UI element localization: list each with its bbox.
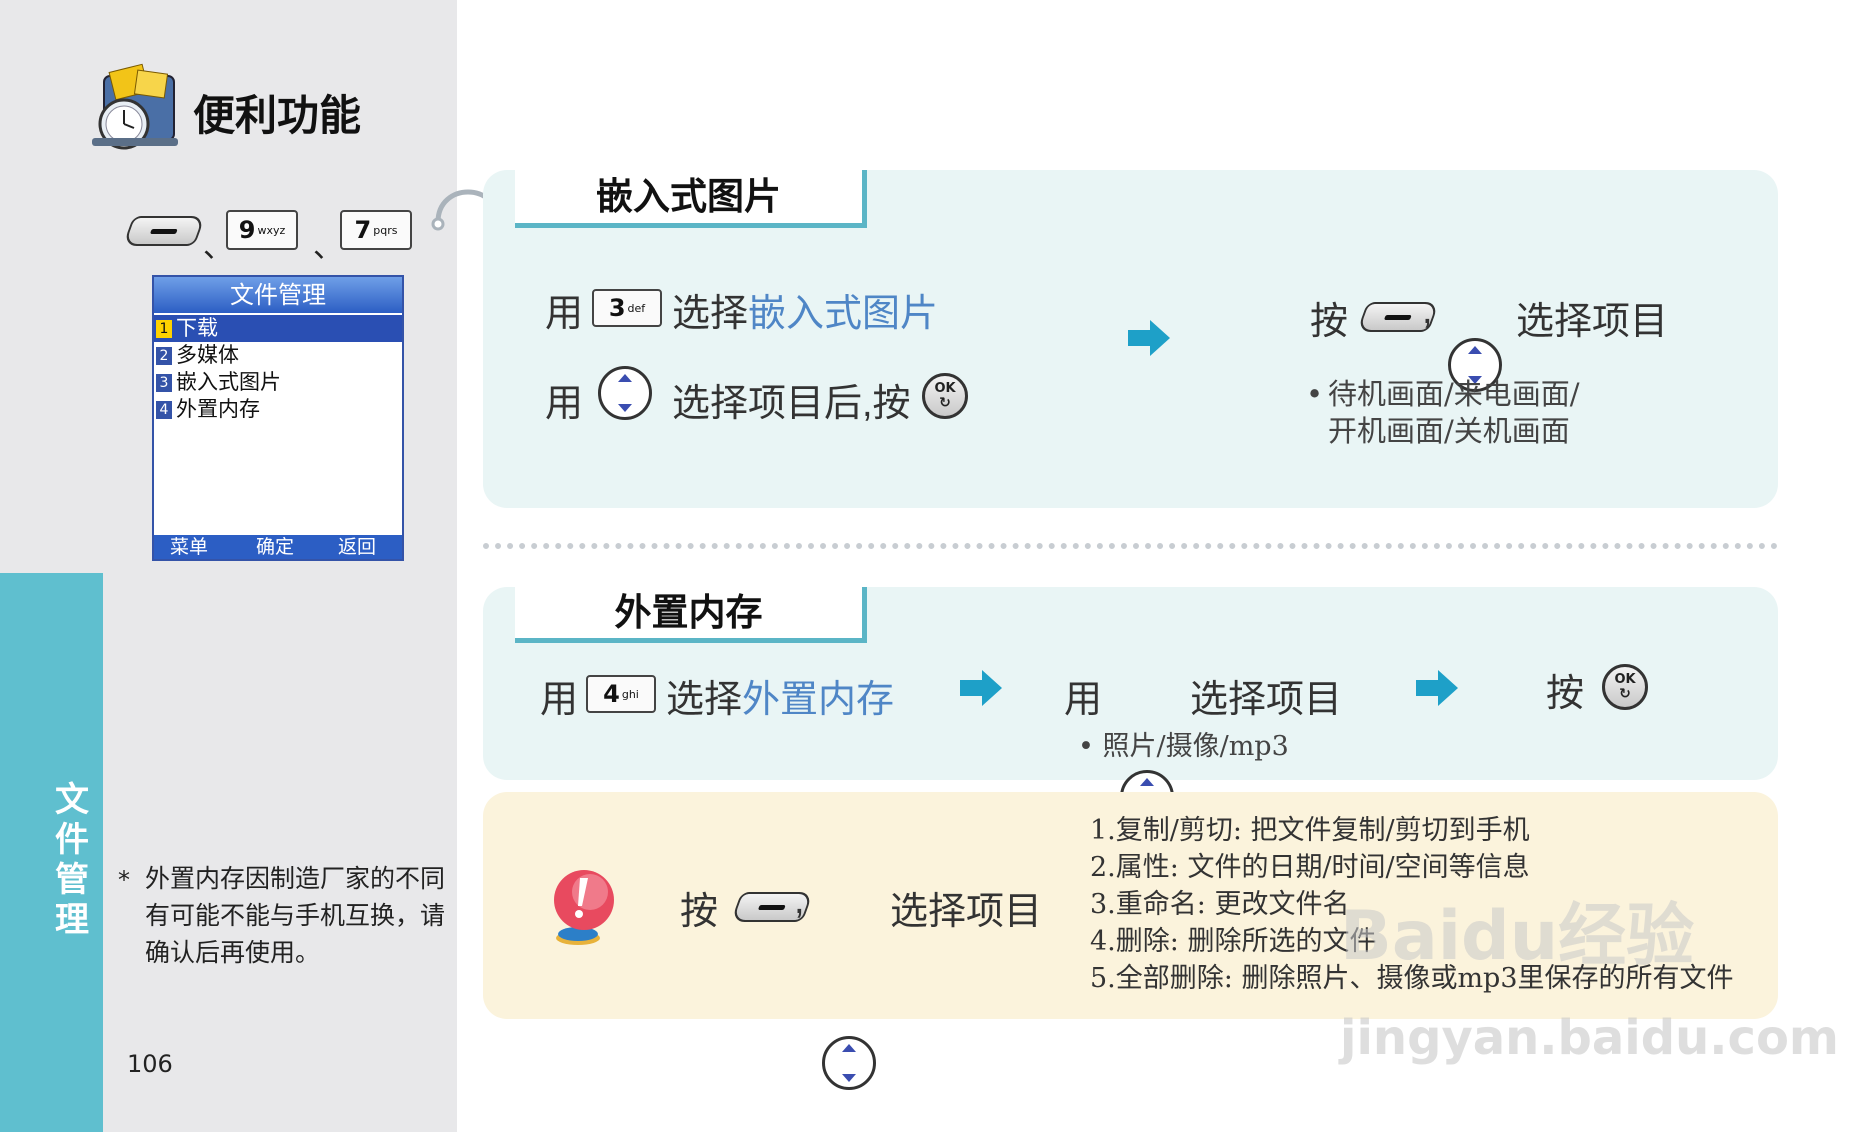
nav-key-icon <box>1448 338 1502 392</box>
footnote-line: 有可能不能与手机互换，请 <box>145 901 446 930</box>
section-tab-background <box>0 573 103 1132</box>
phone-screen-title: 文件管理 <box>154 277 402 313</box>
arrow-right-icon <box>1128 318 1172 362</box>
menu-options-list: 1.复制/剪切: 把文件复制/剪切到手机 2.属性: 文件的日期/时间/空间等信… <box>1090 812 1734 997</box>
nav-key-icon <box>822 1036 876 1090</box>
dotted-divider <box>483 543 1778 549</box>
page-number: 106 <box>127 1050 173 1078</box>
option-line: 照片/摄像/mp3 <box>1102 731 1289 762</box>
section-label: 文 件 管 理 <box>50 780 94 940</box>
section-tab-embedded-picture: 嵌入式图片 <box>515 170 867 228</box>
option-line: 待机画面/来电画面/ <box>1328 377 1580 411</box>
instruction-prefix: 按 <box>680 891 719 933</box>
phone-softkey-menu[interactable]: 菜单 <box>170 536 209 558</box>
highlighted-item: 外置内存 <box>742 679 895 721</box>
menu-option: 3.重命名: 更改文件名 <box>1090 889 1350 920</box>
highlighted-item: 嵌入式图片 <box>748 293 939 335</box>
note-panel <box>483 792 1778 1019</box>
section-label-char: 文 <box>55 780 89 820</box>
menu-option: 4.删除: 删除所选的文件 <box>1090 926 1377 957</box>
watermark-url: jingyan.baidu.com <box>1340 1010 1839 1066</box>
option-line: 开机画面/关机画面 <box>1328 414 1570 448</box>
instruction-text: 选择项目后,按 <box>672 383 911 425</box>
phone-softkey-back[interactable]: 返回 <box>338 536 377 558</box>
comma: , <box>794 880 805 922</box>
instruction-prefix: 用 <box>545 293 584 335</box>
instruction-prefix: 按 <box>1310 301 1349 343</box>
bullet-icon: • <box>1078 731 1103 762</box>
bullet-icon: • <box>1306 377 1324 411</box>
menu-option: 5.全部删除: 删除照片、摄像或mp3里保存的所有文件 <box>1090 963 1734 994</box>
separator: 、 <box>313 230 343 265</box>
instruction-text: 选择外置内存 <box>666 668 894 723</box>
menu-option: 1.复制/剪切: 把文件复制/剪切到手机 <box>1090 815 1530 846</box>
menu-option: 2.属性: 文件的日期/时间/空间等信息 <box>1090 852 1530 883</box>
instruction-prefix: 用 <box>545 383 584 425</box>
instruction-prefix: 用 <box>1064 679 1103 721</box>
instruction-text: 选择项目 <box>890 891 1043 933</box>
ok-key-icon: OK↻ <box>1602 664 1648 710</box>
ok-key-icon: OK↻ <box>922 373 968 419</box>
footnote-star: * <box>118 866 130 894</box>
watermark-logo: Baidu经验 <box>1340 897 1695 976</box>
arrow-right-icon <box>1416 668 1460 712</box>
instruction-verb: 选择 <box>672 293 749 335</box>
briefcase-clock-icon <box>90 62 184 160</box>
softkey-icon <box>122 216 206 246</box>
arrow-right-icon <box>960 668 1004 712</box>
option-list: 待机画面/来电画面/ 开机画面/关机画面 <box>1328 376 1580 450</box>
page-title: 便利功能 <box>193 91 362 140</box>
footnote-line: 外置内存因制造厂家的不同 <box>145 864 446 893</box>
exclamation-alert-icon <box>548 868 620 952</box>
option-list: • 照片/摄像/mp3 <box>1078 728 1289 765</box>
comma: , <box>1422 290 1433 332</box>
phone-softkey-bar: 菜单 确定 返回 <box>154 535 402 559</box>
instruction-prefix: 用 <box>540 679 579 721</box>
section-label-char: 件 <box>55 820 89 860</box>
phone-softkey-confirm[interactable]: 确定 <box>256 536 295 558</box>
instruction-verb: 选择 <box>666 679 743 721</box>
instruction-prefix: 按 <box>1546 673 1585 715</box>
instruction-text: 选择项目 <box>1190 679 1343 721</box>
instruction-text: 选择项目 <box>1516 301 1669 343</box>
section-label-char: 理 <box>55 900 89 940</box>
footnote: 外置内存因制造厂家的不同 有可能不能与手机互换，请 确认后再使用。 <box>145 860 450 971</box>
footnote-line: 确认后再使用。 <box>145 938 321 967</box>
instruction-text: 选择嵌入式图片 <box>672 282 938 337</box>
section-tab-external-memory: 外置内存 <box>515 587 867 643</box>
section-label-char: 管 <box>55 860 89 900</box>
nav-key-icon <box>598 366 652 420</box>
